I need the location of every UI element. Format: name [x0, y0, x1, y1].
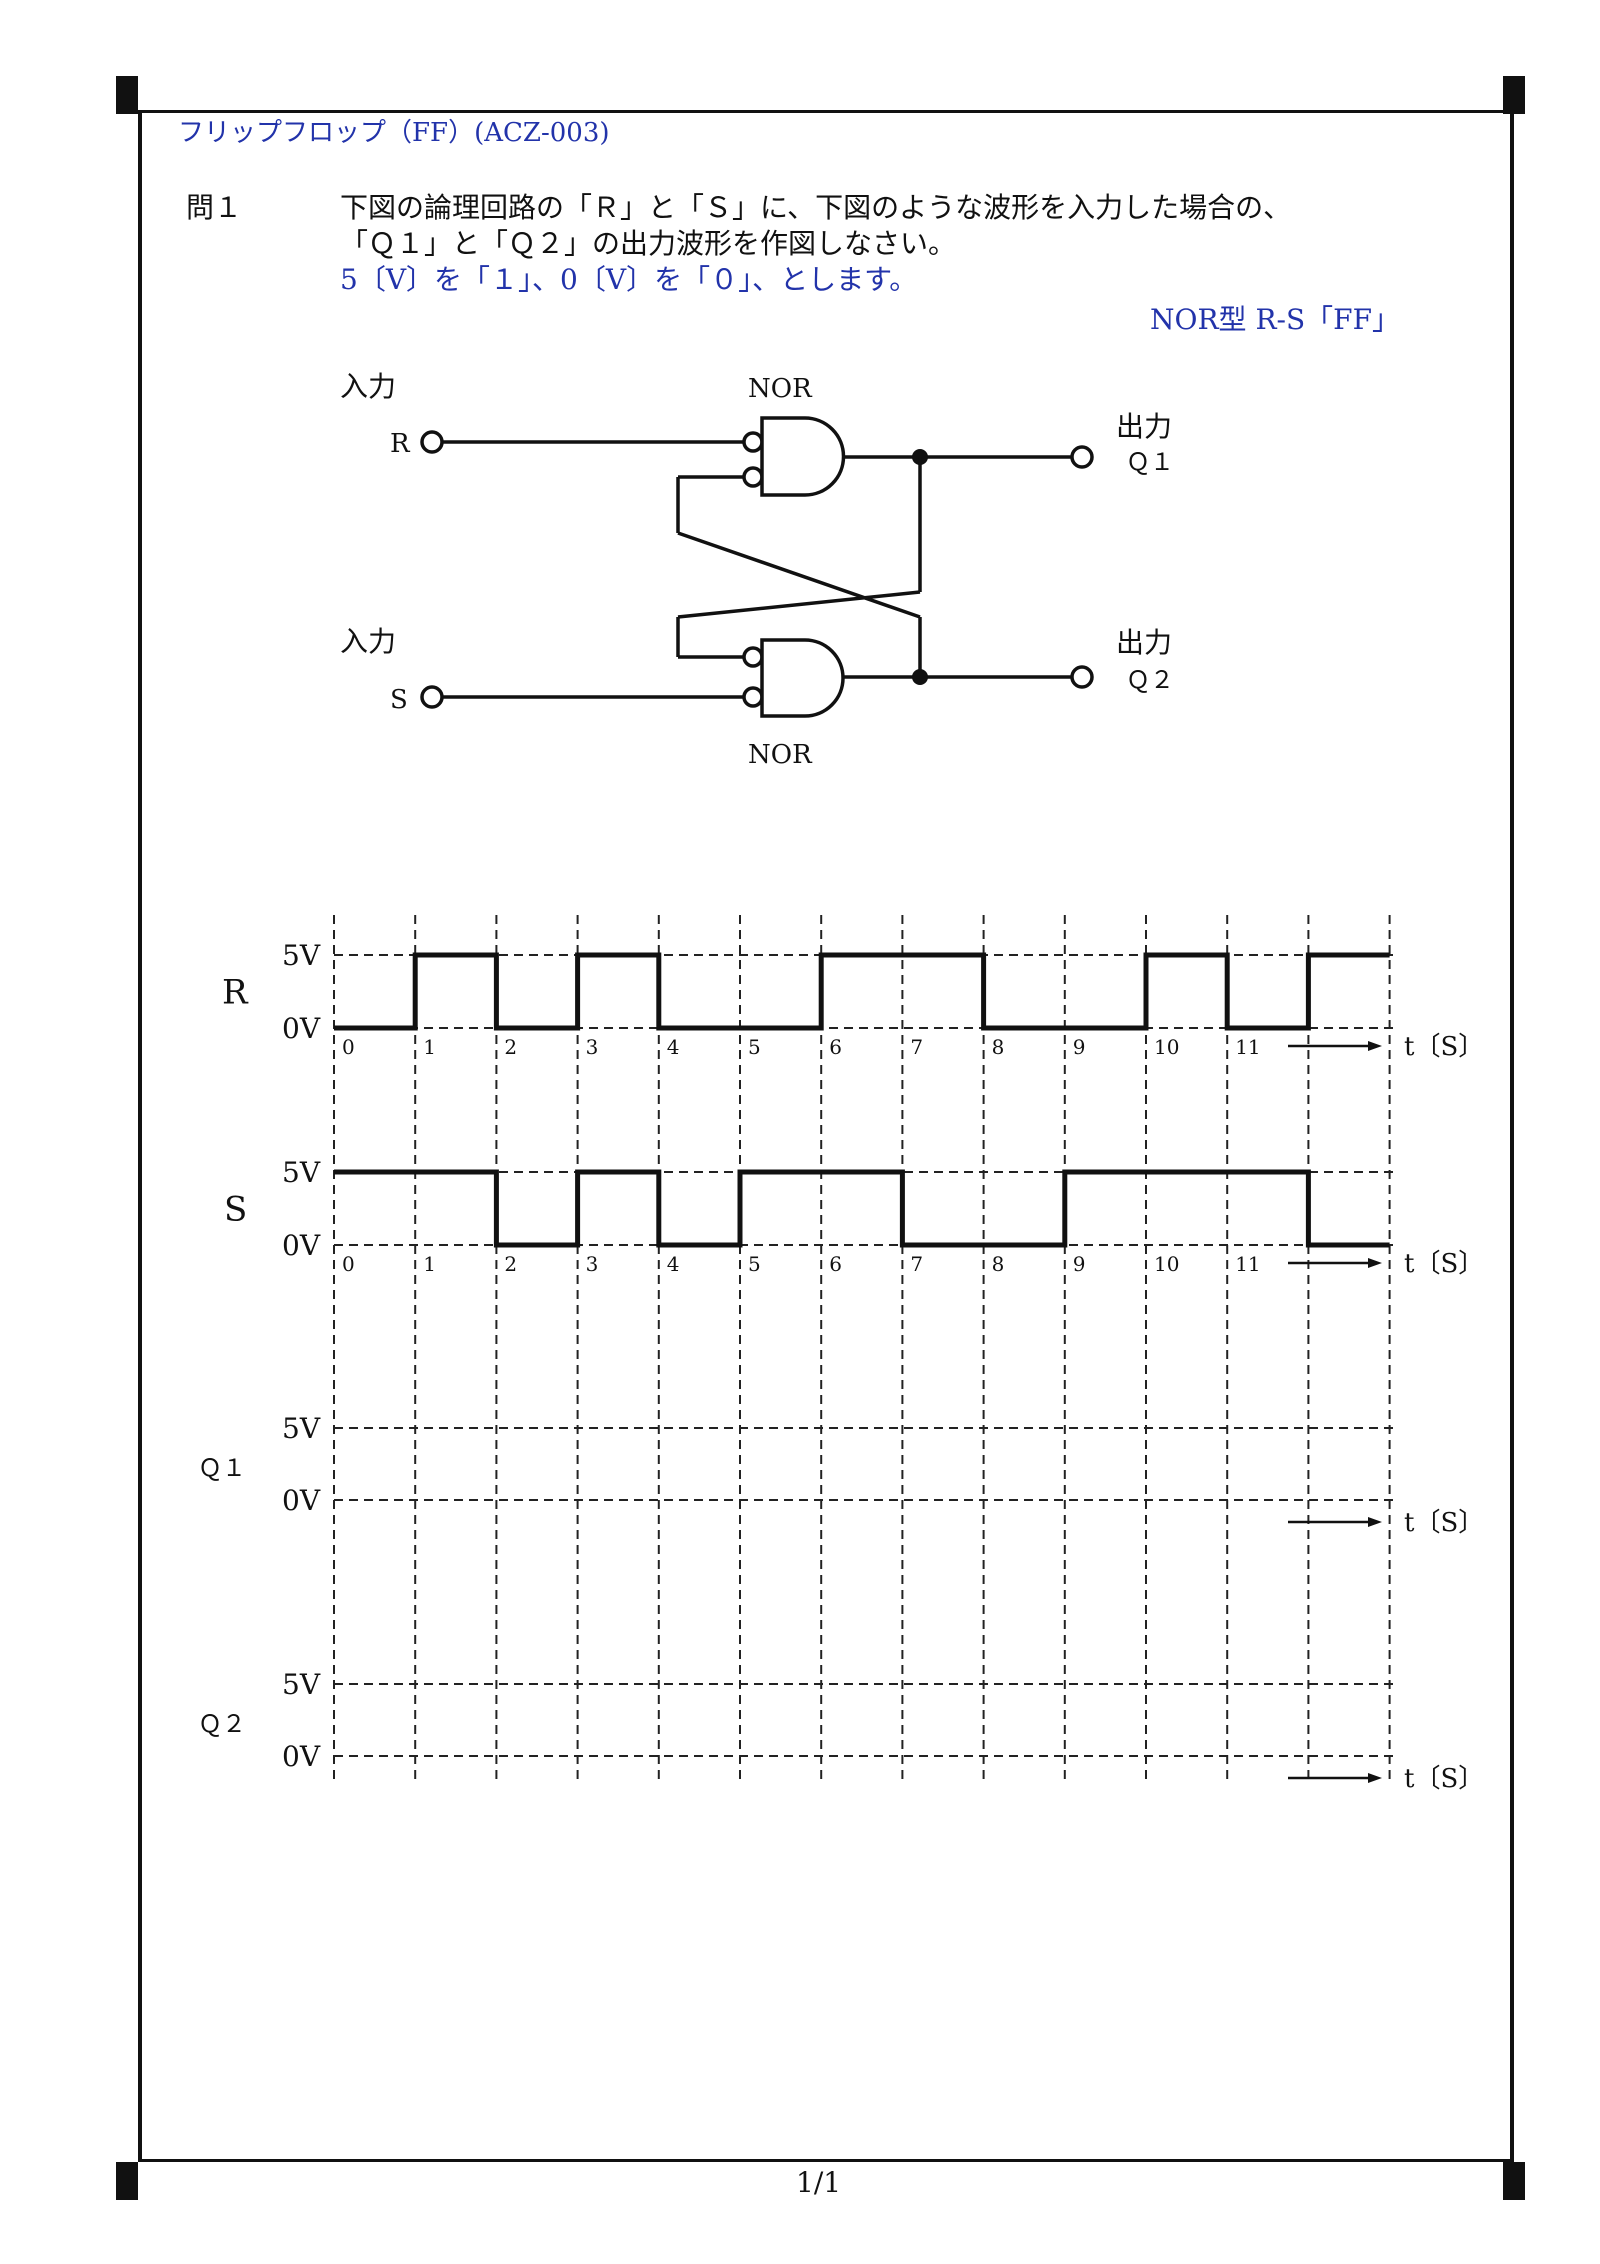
page-frame — [138, 110, 1514, 2162]
waveform-1 — [334, 1169, 1390, 1248]
tick-label: 8 — [992, 1035, 1005, 1059]
tick-label: 7 — [910, 1035, 923, 1059]
output-label-bottom: 出力 — [1116, 626, 1172, 659]
tick-label: 1 — [423, 1252, 436, 1276]
time-arrowhead — [1368, 1041, 1382, 1051]
level-label-5v: 5V — [282, 939, 321, 972]
waveform-0 — [334, 952, 1390, 1031]
series-label: Ｑ２ — [198, 1710, 246, 1738]
s-label: S — [390, 685, 408, 715]
tick-label: 10 — [1154, 1035, 1179, 1059]
r-label: R — [390, 429, 411, 459]
tick-label: 0 — [342, 1035, 355, 1059]
tick-label: 6 — [829, 1252, 842, 1276]
document-title: フリップフロップ（FF）(ACZ-003) — [178, 118, 610, 148]
nor-gate-top — [760, 416, 846, 497]
q2-label: Ｑ２ — [1126, 666, 1174, 694]
q1-label: Ｑ１ — [1126, 448, 1174, 476]
question-text-line2: 「Ｑ１」と「Ｑ２」の出力波形を作図しなさい。 — [340, 227, 957, 260]
tick-label: 1 — [423, 1035, 436, 1059]
corner-mark-bottom-right — [1503, 2162, 1525, 2200]
q1-terminal — [1070, 445, 1094, 469]
tick-label: 9 — [1073, 1252, 1086, 1276]
output-label-top: 出力 — [1116, 410, 1172, 443]
level-label-0v: 0V — [282, 1229, 321, 1262]
tick-label: 11 — [1235, 1252, 1260, 1276]
time-unit-label: t〔S〕 — [1404, 1249, 1484, 1279]
tick-label: 9 — [1073, 1035, 1086, 1059]
page-number: 1/1 — [796, 2166, 842, 2199]
time-arrowhead — [1368, 1517, 1382, 1527]
tick-label: 3 — [586, 1035, 599, 1059]
input-label-bottom: 入力 — [340, 625, 396, 658]
level-label-5v: 5V — [282, 1156, 321, 1189]
tick-label: 4 — [667, 1035, 680, 1059]
tick-label: 3 — [586, 1252, 599, 1276]
time-arrowhead — [1368, 1258, 1382, 1268]
series-label: R — [222, 973, 249, 1013]
tick-label: 8 — [992, 1252, 1005, 1276]
series-label: Ｑ１ — [198, 1454, 246, 1482]
tick-label: 5 — [748, 1252, 761, 1276]
level-label-5v: 5V — [282, 1668, 321, 1701]
question-text-line1: 下図の論理回路の「Ｒ」と「Ｓ」に、下図のような波形を入力した場合の、 — [340, 191, 1292, 224]
tick-label: 10 — [1154, 1252, 1179, 1276]
tick-label: 7 — [910, 1252, 923, 1276]
gate-label-top: NOR — [748, 374, 813, 404]
corner-mark-top-left — [116, 76, 138, 114]
tick-label: 2 — [504, 1035, 517, 1059]
tick-label: 4 — [667, 1252, 680, 1276]
time-arrowhead — [1368, 1773, 1382, 1783]
time-unit-label: t〔S〕 — [1404, 1508, 1484, 1538]
tick-label: 11 — [1235, 1035, 1260, 1059]
circuit-subtitle: NOR型 R-S「FF」 — [1150, 303, 1401, 336]
level-label-0v: 0V — [282, 1484, 321, 1517]
tick-label: 2 — [504, 1252, 517, 1276]
series-label: S — [224, 1190, 247, 1230]
input-label-top: 入力 — [340, 370, 396, 403]
question-text-line3: 5〔V〕を「１」、0〔V〕を「０」、とします。 — [340, 263, 918, 296]
level-label-0v: 0V — [282, 1740, 321, 1773]
nor-flipflop-circuit: 入力 R NOR 出力 Ｑ１ 入力 S NOR 出力 Ｑ２ — [340, 370, 1174, 770]
question-number: 問１ — [186, 191, 243, 224]
gate-label-bottom: NOR — [748, 740, 813, 770]
tick-label: 0 — [342, 1252, 355, 1276]
corner-mark-bottom-left — [116, 2162, 138, 2200]
nor-gate-bottom — [760, 638, 845, 718]
time-unit-label: t〔S〕 — [1404, 1032, 1484, 1062]
time-unit-label: t〔S〕 — [1404, 1764, 1484, 1794]
level-label-5v: 5V — [282, 1412, 321, 1445]
tick-label: 6 — [829, 1035, 842, 1059]
q2-terminal — [1070, 665, 1094, 689]
tick-label: 5 — [748, 1035, 761, 1059]
corner-mark-top-right — [1503, 76, 1525, 114]
level-label-0v: 0V — [282, 1012, 321, 1045]
